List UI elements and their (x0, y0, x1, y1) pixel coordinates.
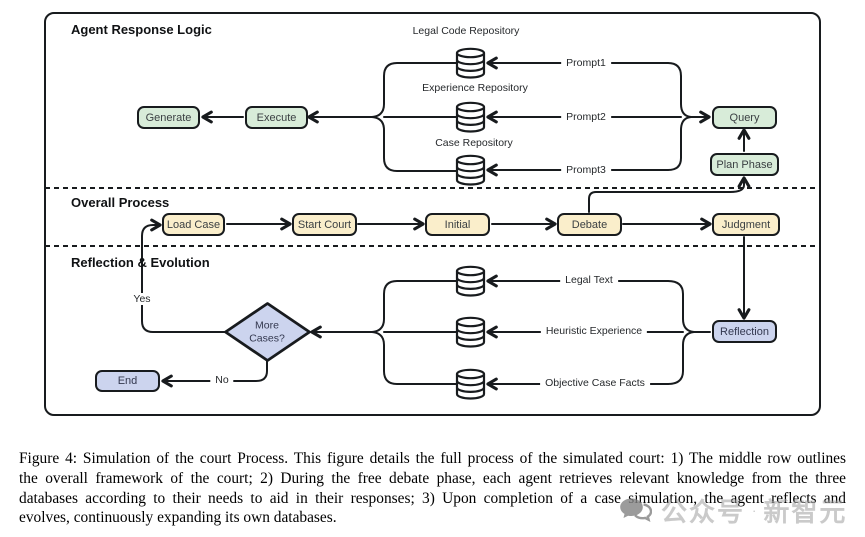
node-query: Query (712, 106, 777, 129)
node-start-court: Start Court (292, 213, 357, 236)
label-yes: Yes (128, 293, 156, 305)
caption-line-4: evolves, continuously expanding its own … (19, 509, 337, 527)
node-debate: Debate (557, 213, 622, 236)
watermark-account-label: 公众号 (661, 497, 746, 527)
node-more-cases-label: More Cases? (249, 319, 285, 344)
node-end: End (95, 370, 160, 392)
section-title-overall-process: Overall Process (71, 195, 170, 210)
label-prompt3: Prompt3 (561, 164, 611, 176)
section-title-reflection-evolution: Reflection & Evolution (71, 255, 210, 270)
node-generate: Generate (137, 106, 200, 129)
caption-line-2: the overall framework of the court; 2) D… (19, 469, 846, 487)
label-legal-text: Legal Text (560, 274, 618, 286)
label-prompt2: Prompt2 (561, 111, 611, 123)
node-reflection: Reflection (712, 320, 777, 343)
caption-line-1: Figure 4: Simulation of the court Proces… (19, 450, 846, 467)
node-load-case: Load Case (162, 213, 225, 236)
watermark-brand: 新智元 (763, 497, 848, 527)
label-objective-case-facts: Objective Case Facts (540, 377, 650, 389)
node-initial: Initial (425, 213, 490, 236)
label-experience-repository: Experience Repository (422, 82, 528, 94)
section-title-agent-response-logic: Agent Response Logic (71, 22, 212, 37)
watermark: 公众号 · 新智元 (619, 492, 847, 529)
watermark-separator: · (752, 503, 757, 518)
label-no: No (210, 374, 234, 386)
figure-caption: Figure 4: Simulation of the court Proces… (19, 449, 846, 528)
label-case-repository: Case Repository (435, 137, 513, 149)
chat-bubbles-icon (620, 498, 652, 522)
label-legal-code-repository: Legal Code Repository (412, 25, 520, 37)
node-plan-phase: Plan Phase (710, 153, 779, 176)
label-heuristic-experience: Heuristic Experience (540, 325, 648, 337)
label-prompt1: Prompt1 (561, 57, 611, 69)
node-judgment: Judgment (712, 213, 780, 236)
node-execute: Execute (245, 106, 308, 129)
